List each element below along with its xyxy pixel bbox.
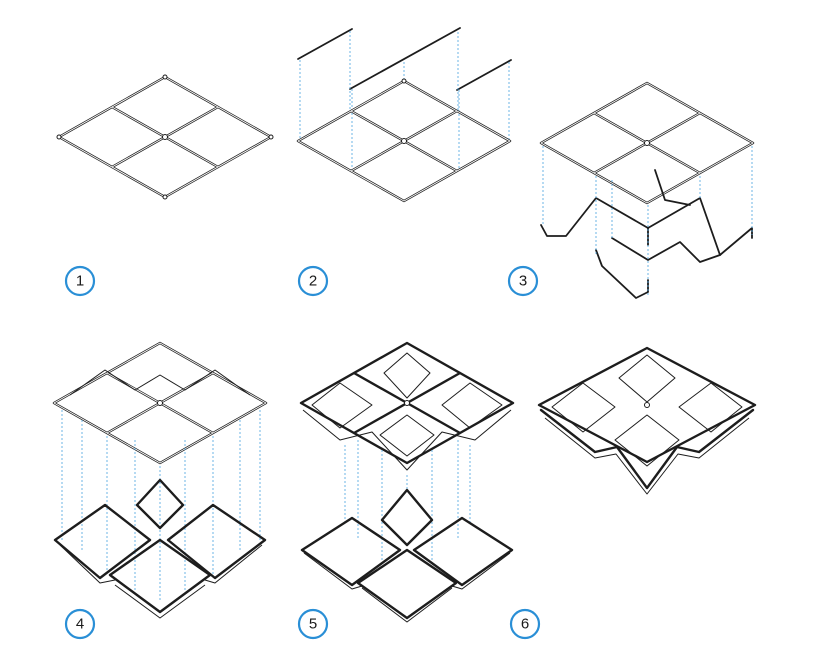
step-6-number: 6 [521, 616, 529, 633]
step-4-illustration [52, 341, 268, 619]
step-2-number: 2 [309, 273, 317, 290]
step-1-illustration [56, 74, 274, 200]
step-3-badge: 3 [507, 265, 539, 297]
step-1-number: 1 [76, 273, 84, 290]
step-5-number: 5 [309, 616, 317, 633]
step-5-badge: 5 [297, 608, 329, 640]
step-4-badge: 4 [64, 608, 96, 640]
step-2-badge: 2 [297, 265, 329, 297]
step-6-illustration [537, 346, 757, 495]
step-3-number: 3 [519, 273, 527, 290]
step-5-illustration [299, 341, 515, 623]
step-2-illustration [296, 27, 512, 203]
step-1-badge: 1 [64, 265, 96, 297]
step-4-number: 4 [76, 616, 84, 633]
step-6-badge: 6 [509, 608, 541, 640]
step-3-illustration [539, 81, 755, 299]
